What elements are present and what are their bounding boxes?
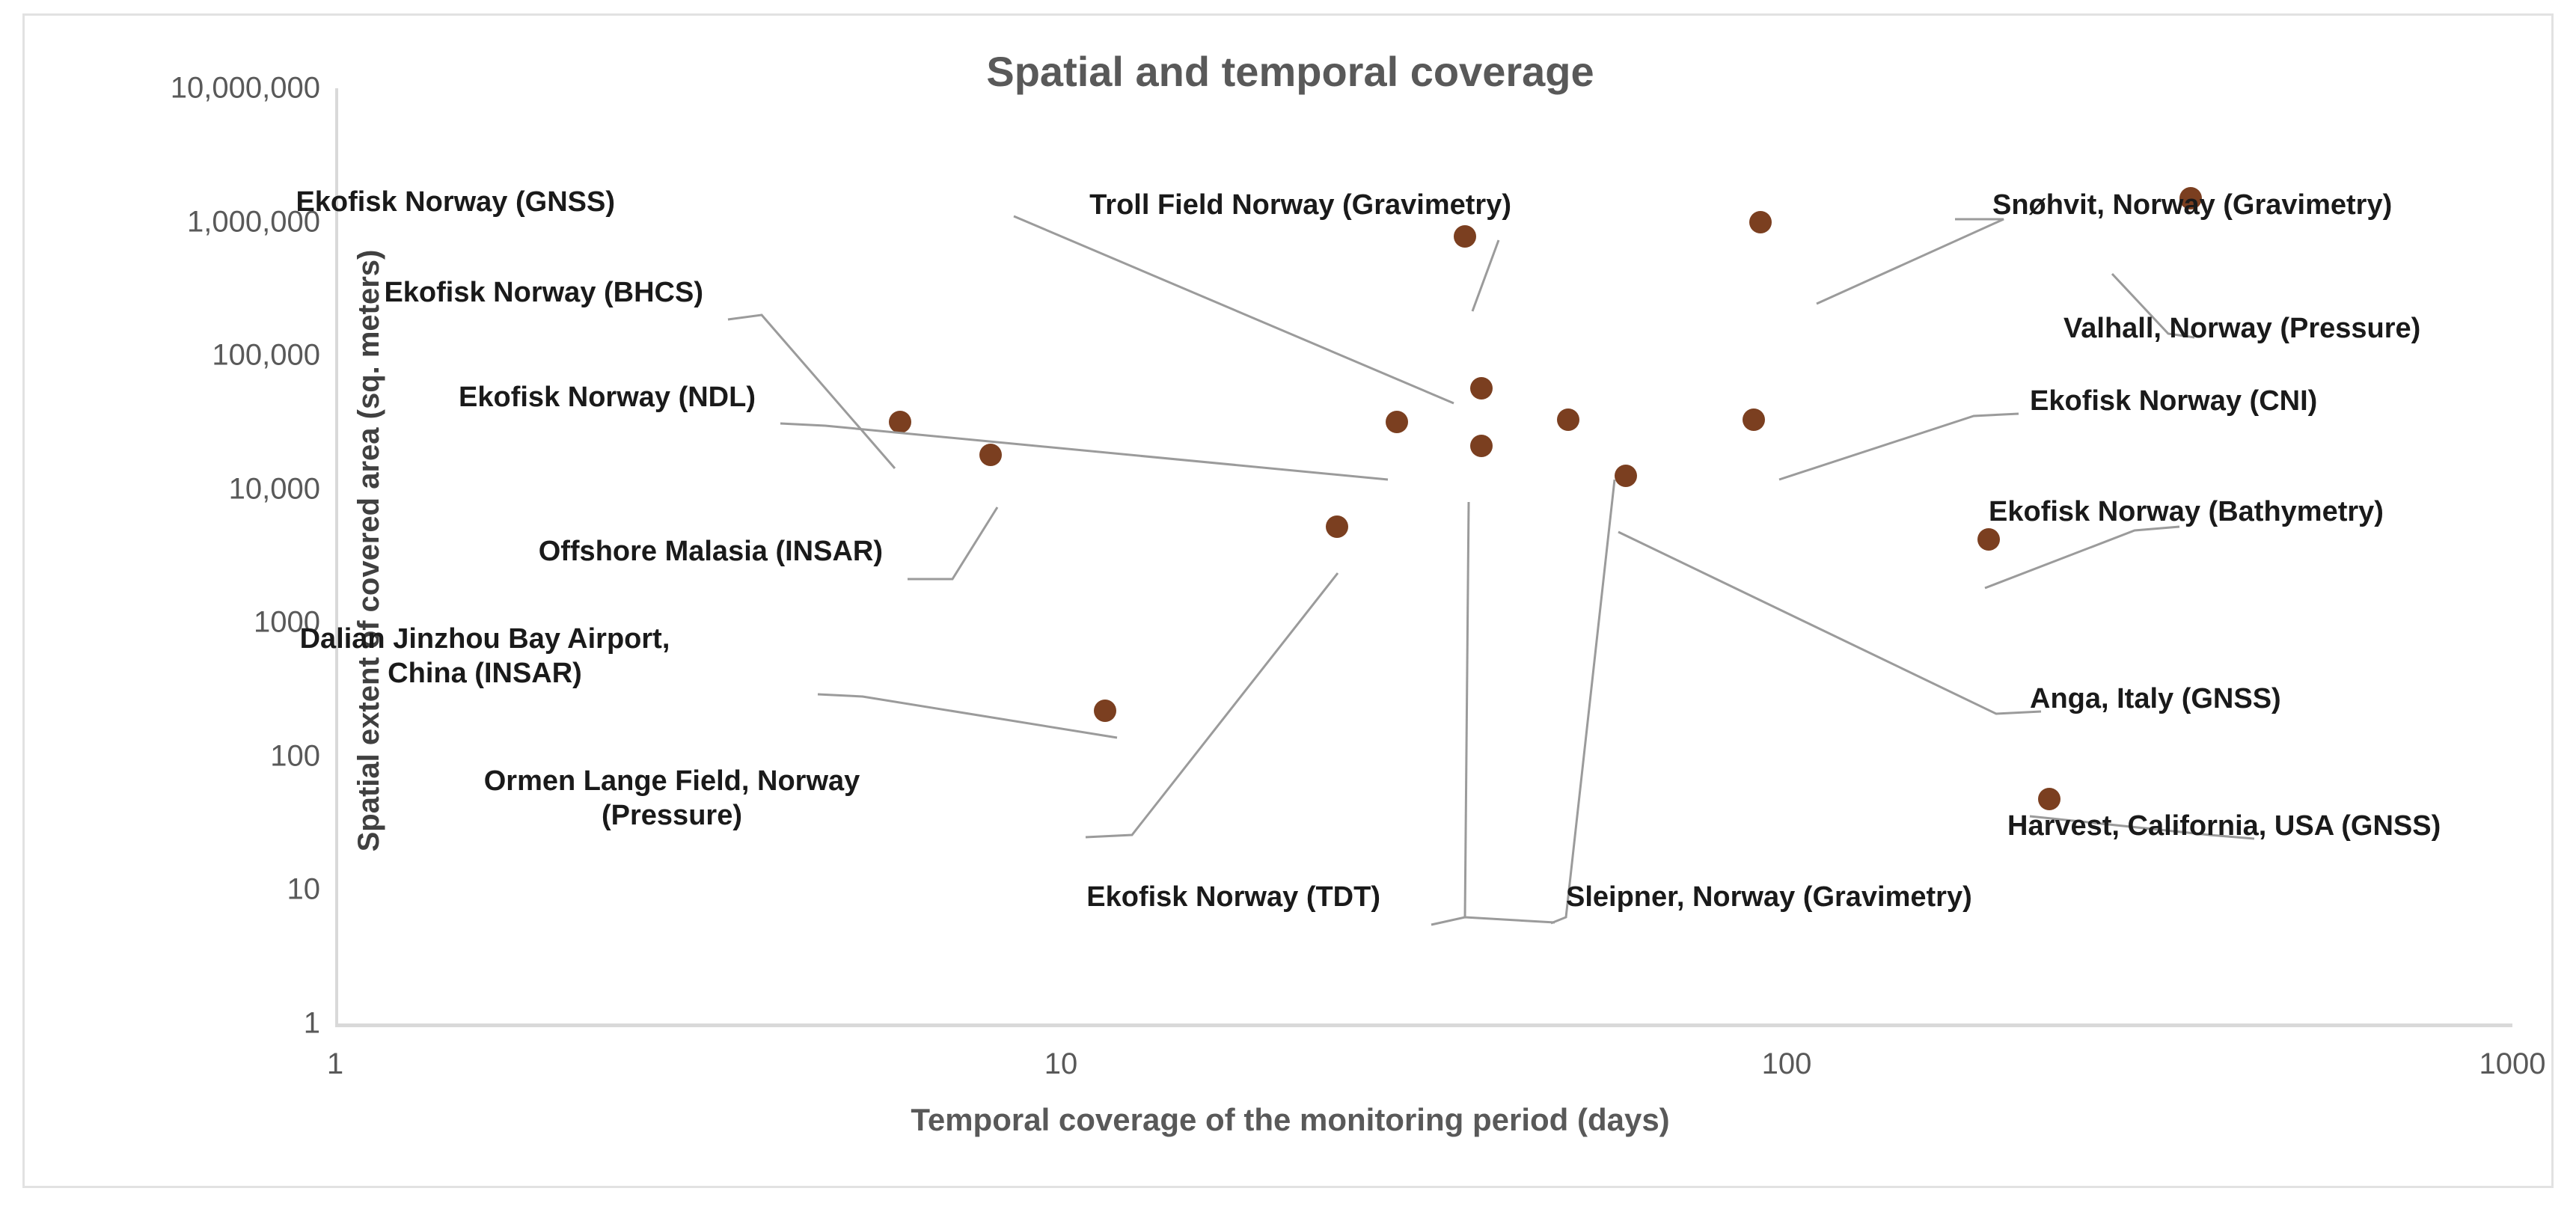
- data-point-marker: [1557, 408, 1579, 432]
- data-point-marker: [1385, 410, 1408, 433]
- y-tick-label: 100,000: [212, 338, 320, 372]
- point-label-ekofisk-cni: Ekofisk Norway (CNI): [2030, 385, 2318, 417]
- data-point-marker: [1325, 515, 1348, 539]
- point-label-dalian: Dalian Jinzhou Bay Airport, China (INSAR…: [299, 623, 670, 690]
- x-tick-label: 100: [1761, 1047, 1812, 1080]
- x-tick-label: 10: [1044, 1047, 1078, 1080]
- x-axis-title: Temporal coverage of the monitoring peri…: [911, 1102, 1670, 1137]
- chart-title: Spatial and temporal coverage: [986, 48, 1594, 95]
- data-point-marker: [2037, 787, 2061, 810]
- data-point-marker: [1977, 527, 2001, 551]
- x-tick-label: 1: [326, 1047, 344, 1080]
- point-label-troll: Troll Field Norway (Gravimetry): [1089, 189, 1511, 221]
- point-label-harvest: Harvest, California, USA (GNSS): [2007, 810, 2441, 842]
- point-label-ekofisk-bhcs: Ekofisk Norway (BHCS): [384, 277, 703, 308]
- point-label-ekofisk-gnss: Ekofisk Norway (GNSS): [296, 186, 615, 218]
- chart-frame: Spatial and temporal coverage Spatial ex…: [22, 13, 2554, 1188]
- y-tick-label: 1,000,000: [187, 205, 320, 239]
- data-point-marker: [1742, 408, 1765, 432]
- point-label-ekofisk-ndl: Ekofisk Norway (NDL): [459, 382, 756, 413]
- point-label-ormen-lange: Ormen Lange Field, Norway (Pressure): [483, 765, 860, 832]
- x-tick-label: 1000: [2479, 1047, 2546, 1080]
- point-label-valhall: Valhall, Norway (Pressure): [2063, 313, 2421, 344]
- point-label-sleipner: Sleipner, Norway (Gravimetry): [1566, 881, 1972, 913]
- point-label-offshore-malasia: Offshore Malasia (INSAR): [538, 536, 883, 567]
- data-point-marker: [2179, 187, 2202, 210]
- data-point-marker: [888, 410, 911, 433]
- data-point-marker: [1453, 224, 1476, 248]
- data-point-marker: [1749, 210, 1772, 233]
- y-axis-title-container: Spatial extent of covered area (sq. mete…: [25, 165, 385, 936]
- y-tick-label: 100: [270, 739, 320, 773]
- y-tick-label: 10,000,000: [170, 71, 320, 105]
- point-label-anga: Anga, Italy (GNSS): [2030, 683, 2281, 714]
- data-point-marker: [1093, 699, 1116, 722]
- y-axis-line: [335, 88, 338, 1023]
- data-point-marker: [1614, 465, 1637, 488]
- y-tick-label: 10,000: [228, 472, 320, 506]
- y-tick-label: 1000: [254, 605, 320, 639]
- y-tick-label: 10: [287, 872, 321, 906]
- point-label-snohvit: Snøhvit, Norway (Gravimetry): [1992, 189, 2393, 221]
- point-label-ekofisk-bathymetry: Ekofisk Norway (Bathymetry): [1989, 496, 2384, 527]
- point-label-ekofisk-tdt: Ekofisk Norway (TDT): [1086, 881, 1380, 913]
- x-axis-line: [335, 1023, 2512, 1027]
- data-point-marker: [1470, 435, 1493, 458]
- data-point-marker: [1470, 376, 1493, 400]
- y-tick-label: 1: [303, 1006, 320, 1040]
- data-point-marker: [979, 444, 1002, 467]
